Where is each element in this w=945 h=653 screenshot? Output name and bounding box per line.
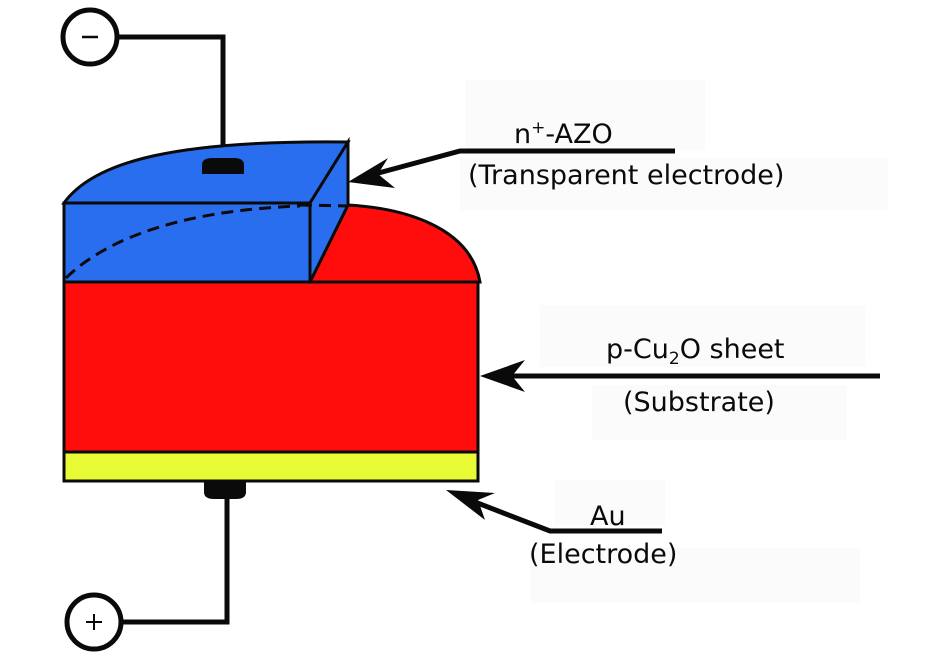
azo-label-suffix: -AZO [545,119,612,150]
cu2o-dome [307,203,482,284]
au-subtitle: (Electrode) [529,539,677,570]
cu2o-subtitle-backdrop [592,385,847,440]
negative-wire [117,34,226,160]
azo-subtitle: (Transparent electrode) [468,160,784,191]
cu2o-subtitle: (Substrate) [623,387,775,418]
azo-label-superscript: + [531,118,545,138]
azo-pointer-arrow [348,148,675,188]
au-label: Au [590,501,626,532]
cu2o-sheet [62,280,480,454]
cu2o-label-backdrop [540,305,865,367]
azo-hidden-edge-curve [64,204,301,280]
positive-wire [120,497,230,625]
cu2o-label-prefix: p-Cu [606,334,669,365]
bottom-contact-pad [204,482,246,499]
au-layer [62,450,480,483]
cu2o-label-suffix: O sheet [680,334,785,365]
azo-label-prefix: n [514,119,531,150]
azo-front-face [62,201,312,284]
top-contact-pad [202,158,244,174]
au-label-backdrop [555,480,665,525]
azo-hidden-edge-line [299,203,349,208]
au-subtitle-backdrop [530,548,860,603]
azo-label: n+-AZO [514,118,613,150]
cu2o-label-subscript: 2 [669,349,680,369]
azo-label-backdrop [465,80,705,150]
au-pointer-arrow [446,490,662,534]
cu2o-label: p-Cu2O sheet [606,334,785,369]
cu2o-pointer-arrow [480,360,880,392]
azo-subtitle-backdrop [460,158,888,210]
plus-icon [86,614,102,630]
